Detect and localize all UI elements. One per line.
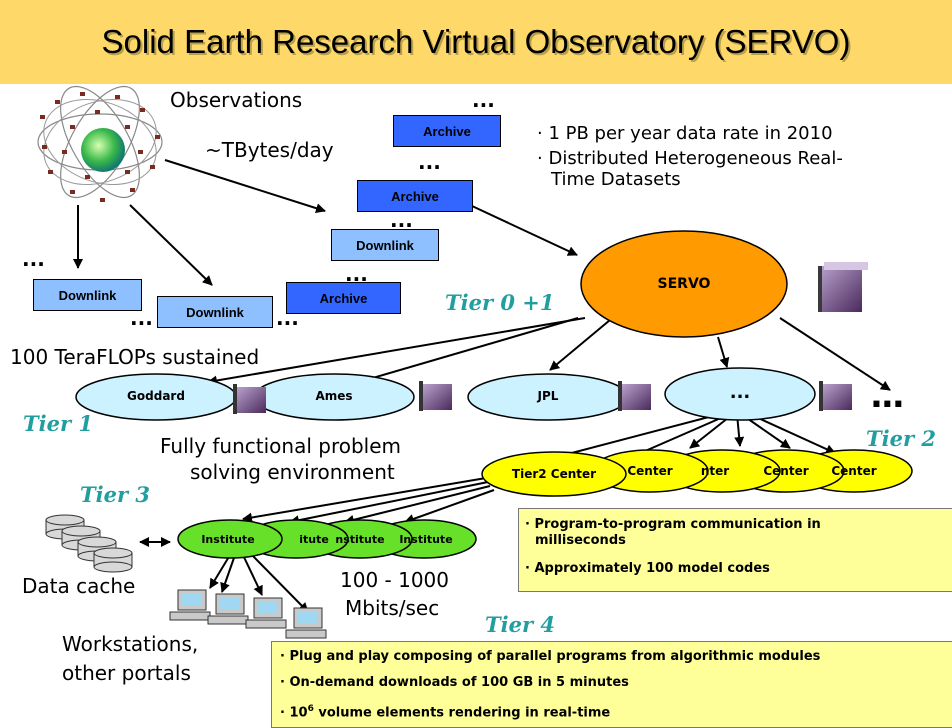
ellipsis: ... <box>870 376 905 416</box>
tier2-center-label: Center <box>763 464 809 478</box>
workstations-label-line1: Workstations, <box>62 632 199 656</box>
hardware-icon <box>819 381 852 411</box>
institute-label: Institute <box>399 533 453 546</box>
tier2-center-label: Center <box>831 464 877 478</box>
tier-2-label: Tier 2 <box>866 426 936 451</box>
tier1-node-more <box>664 367 816 421</box>
tier2-center-label: nter <box>700 464 730 478</box>
tier1-label-more: ... <box>729 382 751 403</box>
archive-box: Archive <box>286 282 401 314</box>
note-item: · On-demand downloads of 100 GB in 5 min… <box>280 675 629 690</box>
hardware-icon <box>618 381 651 411</box>
ellipsis: ... <box>22 247 45 271</box>
tier-4-label: Tier 4 <box>485 612 555 637</box>
hardware-icon <box>419 381 452 411</box>
tier2-center-node-main <box>481 451 627 497</box>
archive-box: Archive <box>357 180 473 212</box>
ellipsis: ... <box>472 88 495 112</box>
bandwidth-label-line2: Mbits/sec <box>345 596 440 620</box>
top-bullet-list: · 1 PB per year data rate in 2010 · Dist… <box>537 123 937 190</box>
tier1-label-ames: Ames <box>315 389 353 403</box>
archive-box: Archive <box>393 115 501 147</box>
data-rate-label: ~TBytes/day <box>205 138 334 162</box>
institute-label: nstitute <box>335 533 385 546</box>
teraflops-label: 100 TeraFLOPs sustained <box>10 345 260 369</box>
communication-note: · Program-to-program communication in mi… <box>518 508 952 592</box>
top-bullet-item: · 1 PB per year data rate in 2010 <box>537 123 833 144</box>
ellipsis: ... <box>345 262 368 286</box>
tier2-center-label: Center <box>627 464 673 478</box>
institute-label: itute <box>299 533 329 546</box>
tier-1-label: Tier 1 <box>23 411 93 436</box>
note-item: · 106 volume elements rendering in real-… <box>280 704 611 721</box>
earth-icon <box>81 128 125 172</box>
hardware-icon <box>233 384 266 414</box>
tier1-label-jpl: JPL <box>537 389 559 403</box>
downlink-box: Downlink <box>33 279 142 311</box>
ellipsis: ... <box>390 208 413 232</box>
functional-label-line1: Fully functional problem <box>160 434 402 458</box>
functional-label-line2: solving environment <box>190 460 395 484</box>
page-title: Solid Earth Research Virtual Observatory… <box>101 23 851 60</box>
note-item: · Approximately 100 model codes <box>525 561 770 576</box>
title-band <box>0 0 952 84</box>
observations-label: Observations <box>170 88 303 112</box>
data-cache-icon <box>45 514 133 573</box>
servo-label: SERVO <box>657 276 711 292</box>
tier2-center-main-label: Tier2 Center <box>511 467 597 481</box>
institute-label: Institute <box>201 533 255 546</box>
institute-node <box>177 519 283 559</box>
tier-3-label: Tier 3 <box>80 482 150 507</box>
top-bullet-item: · Distributed Heterogeneous Real-Time Da… <box>537 148 843 190</box>
data-cache-label: Data cache <box>22 574 136 598</box>
supercomputer-icon <box>818 262 868 312</box>
note-item: · Plug and play composing of parallel pr… <box>280 649 821 664</box>
satellite-constellation-icon <box>37 85 163 202</box>
tier1-label-goddard: Goddard <box>127 389 185 403</box>
servo-node <box>580 230 788 338</box>
capabilities-note: · Plug and play composing of parallel pr… <box>271 641 952 728</box>
ellipsis: ... <box>276 306 299 330</box>
ellipsis: ... <box>130 306 153 330</box>
workstations-label-line2: other portals <box>62 661 191 685</box>
downlink-box: Downlink <box>157 296 273 328</box>
bandwidth-label-line1: 100 - 1000 <box>340 568 450 592</box>
tier-0-1-label: Tier 0 +1 <box>445 290 555 315</box>
downlink-box: Downlink <box>331 229 439 261</box>
ellipsis: ... <box>418 150 441 174</box>
note-item: · Program-to-program communication in mi… <box>525 517 821 548</box>
